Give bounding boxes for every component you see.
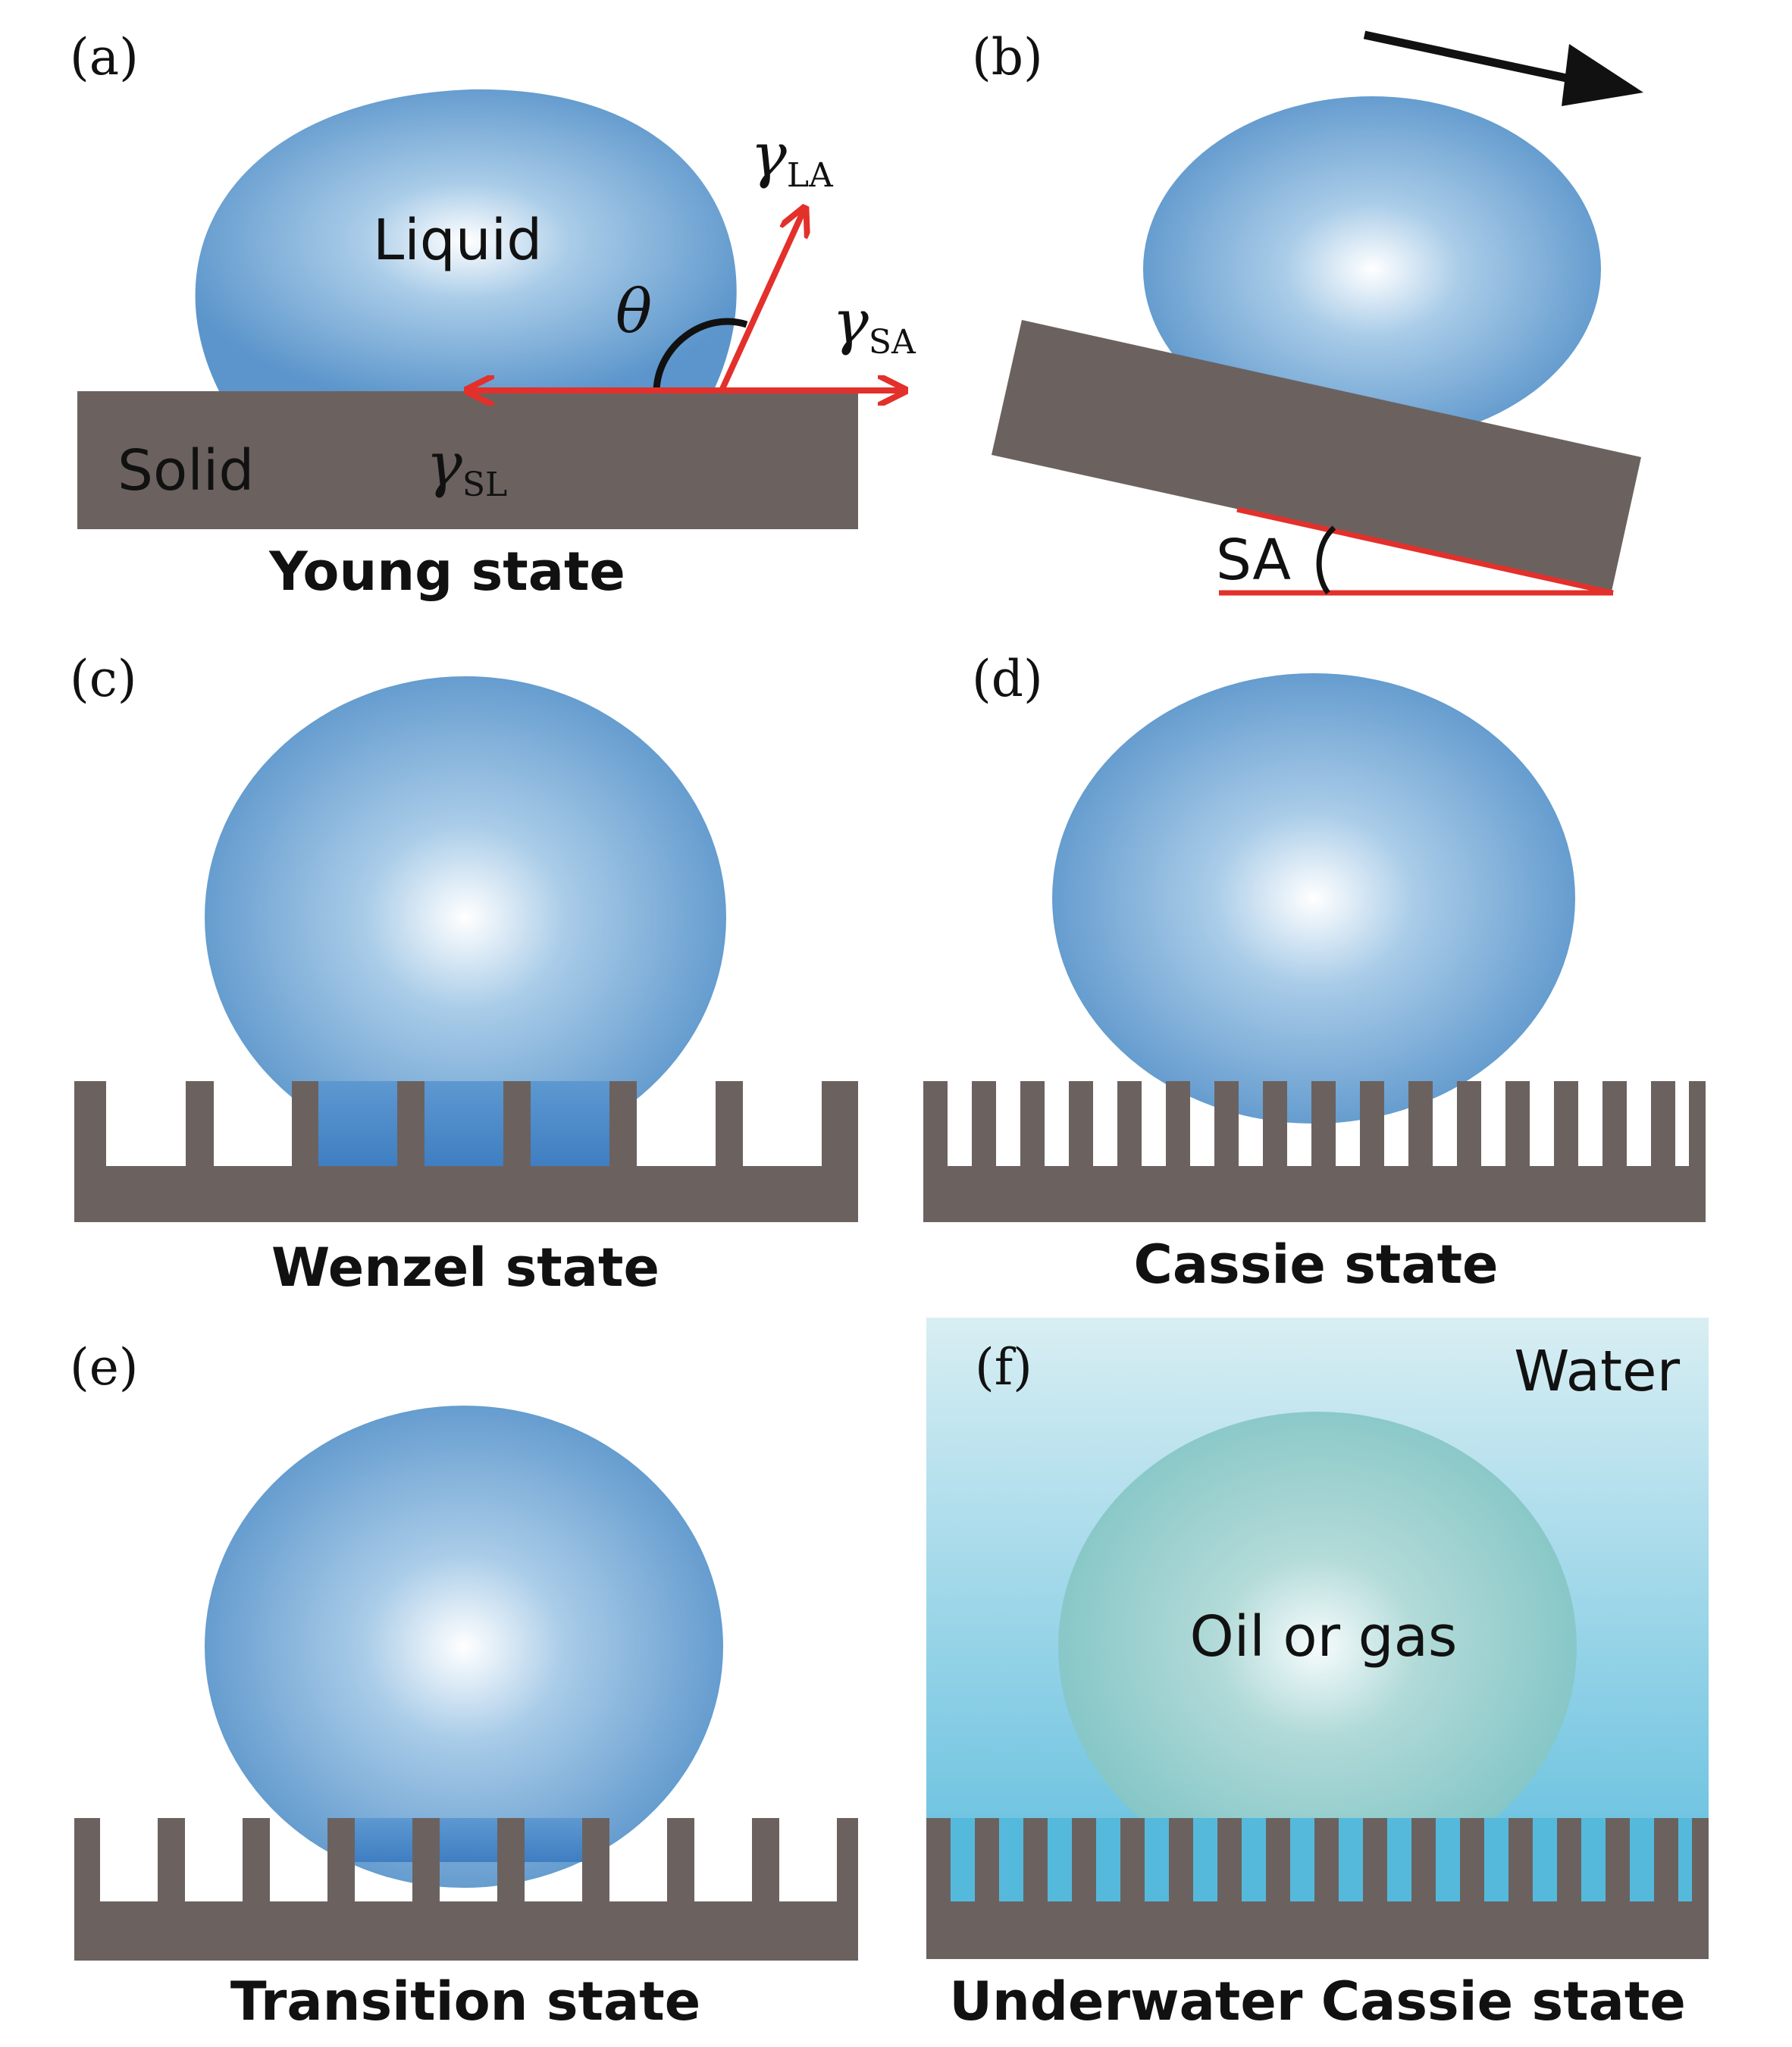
panel-e-caption: Transition state bbox=[230, 1970, 700, 2033]
panel-e-pore-liquid bbox=[525, 1818, 582, 1862]
panel-c-drop bbox=[205, 676, 726, 1158]
panel-d-drop bbox=[1052, 673, 1575, 1124]
panel-e-pore-liquid bbox=[355, 1818, 412, 1862]
panel-b-tilted-solid bbox=[992, 320, 1641, 591]
panel-d-textured-solid bbox=[923, 1081, 1706, 1222]
panel-f-water-label: Water bbox=[1514, 1339, 1680, 1404]
panel-a-gamma-la-label: γLA bbox=[750, 120, 834, 195]
panel-b: (b) SA bbox=[972, 28, 1643, 596]
panel-a-caption: Young state bbox=[268, 541, 625, 603]
panel-e-drop bbox=[205, 1406, 723, 1888]
panel-f-textured-solid bbox=[926, 1818, 1709, 1959]
panel-d: (d) Cassie state bbox=[923, 650, 1706, 1296]
panel-a: (a) Liquid Solid θ γLA γSA γSL Young sta… bbox=[70, 28, 916, 603]
panel-f-oil-drop bbox=[1058, 1412, 1577, 1882]
panel-a-letter: (a) bbox=[70, 28, 139, 86]
panel-c-pore-liquid bbox=[531, 1081, 609, 1166]
panel-c: (c) Wenzel state bbox=[70, 650, 858, 1299]
panel-f-caption: Underwater Cassie state bbox=[949, 1970, 1686, 2033]
panel-a-gamma-sl-label: γSL bbox=[426, 429, 507, 504]
panel-b-drop bbox=[1143, 96, 1601, 442]
panel-f-oil-label: Oil or gas bbox=[1190, 1604, 1458, 1669]
panel-e-textured-solid bbox=[74, 1818, 858, 1961]
panel-f: (f) Water Oil or gas Underwater Cassie s… bbox=[926, 1318, 1709, 2033]
panel-b-sliding-angle-arc bbox=[1316, 525, 1336, 595]
panel-b-slide-direction-arrowhead bbox=[1562, 44, 1643, 106]
panel-a-drop bbox=[195, 89, 737, 393]
panel-c-pore-liquid bbox=[318, 1081, 397, 1166]
panel-a-contact-angle-arc bbox=[653, 318, 748, 391]
panel-a-solid bbox=[77, 391, 858, 529]
panel-a-solid-label: Solid bbox=[117, 438, 254, 503]
panel-a-liquid-label: Liquid bbox=[373, 208, 542, 273]
panel-b-slide-direction-arrow bbox=[1363, 30, 1586, 86]
panel-c-letter: (c) bbox=[70, 650, 136, 708]
panel-e-letter: (e) bbox=[70, 1338, 139, 1397]
panel-b-slope-reference-line bbox=[1236, 506, 1614, 596]
panel-b-sa-label: SA bbox=[1216, 528, 1291, 593]
panel-e-pore-liquid bbox=[440, 1818, 497, 1862]
panel-b-letter: (b) bbox=[972, 28, 1043, 86]
panel-a-gamma-la-arrow bbox=[719, 211, 804, 392]
panel-a-gamma-sa-label: γSA bbox=[832, 287, 916, 362]
panel-c-pore-liquid bbox=[425, 1081, 503, 1166]
panel-c-caption: Wenzel state bbox=[271, 1237, 659, 1299]
panel-a-theta-symbol: θ bbox=[616, 276, 652, 346]
panel-e: (e) Transition state bbox=[70, 1338, 858, 2033]
panel-c-textured-solid bbox=[74, 1081, 858, 1222]
panel-d-letter: (d) bbox=[972, 650, 1043, 708]
panel-f-letter: (f) bbox=[975, 1338, 1032, 1397]
panel-d-caption: Cassie state bbox=[1133, 1234, 1498, 1296]
